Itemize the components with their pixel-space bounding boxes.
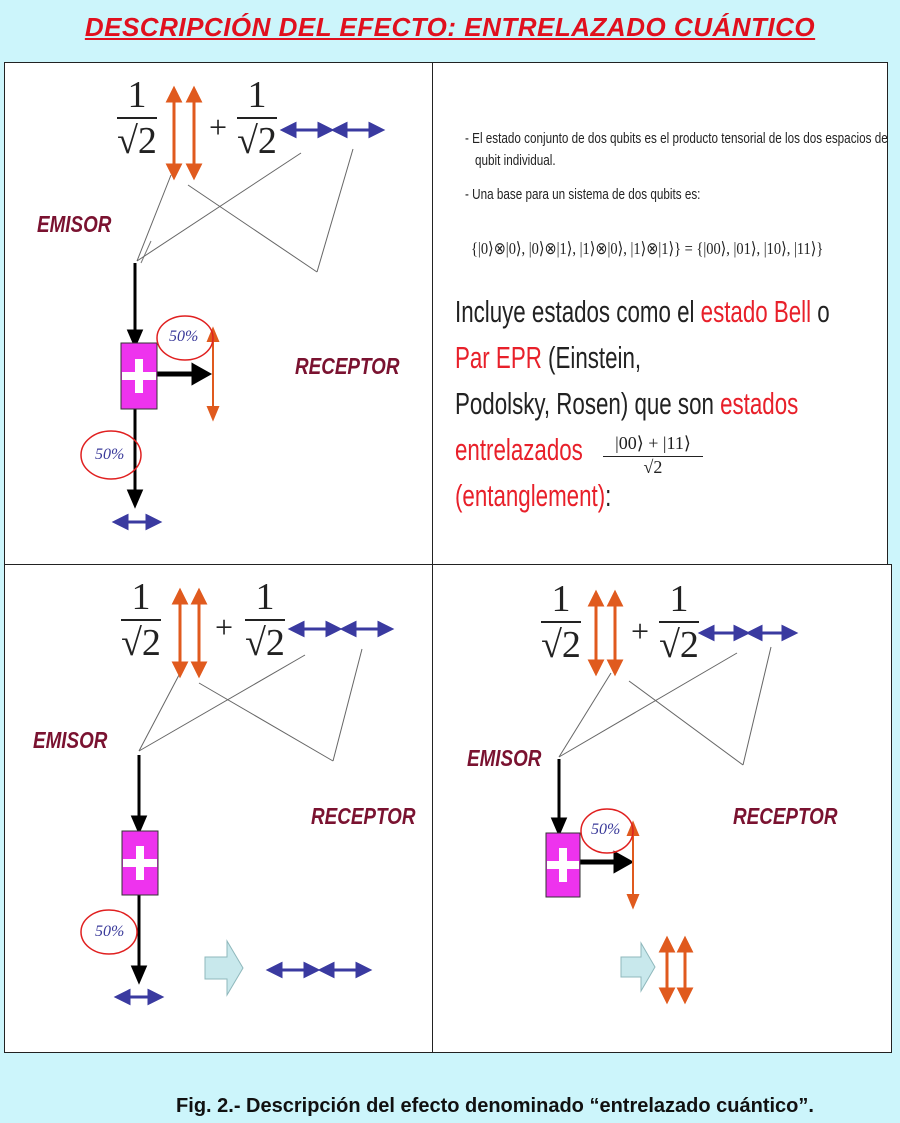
vertical-polarization-icon [587,589,624,677]
beam-arrow [130,755,148,985]
text-span: : [605,478,612,513]
entanglement-lines [138,648,363,762]
denominator: √2 [659,621,699,667]
panel-top-right: - El estado conjunto de dos qubits es el… [432,62,888,565]
numerator: 1 [255,576,275,618]
denominator: √2 [117,117,157,163]
plus-sign: + [215,609,234,645]
bell-state-term: estado Bell [700,294,812,329]
bell-numerator: |00⟩ + |11⟩ [603,433,703,457]
coefficient-fraction: 1 √2 [659,577,699,667]
emisor-label: EMISOR [33,727,108,753]
diagram-canvas [80,85,386,531]
epr-pair-term: Par EPR [455,340,542,375]
emisor-label: EMISOR [37,211,112,237]
receptor-label: RECEPTOR [295,353,400,379]
receptor-label: RECEPTOR [733,803,838,829]
numerator: 1 [131,576,151,618]
numerator: 1 [127,74,147,116]
basis-formula: {|0⟩⊗|0⟩, |0⟩⊗|1⟩, |1⟩⊗|0⟩, |1⟩⊗|1⟩} = {… [471,239,824,258]
plus-sign: + [631,613,650,649]
bullet-text: - Una base para un sistema de dos qubits… [465,186,701,203]
entanglement-term: (entanglement) [455,478,606,513]
vertical-polarization-icon [171,587,208,679]
entangled-states-term: estados entrelazados [455,386,799,467]
entanglement-description: Incluye estados como el estado Bell o Pa… [455,289,858,519]
text-span: o [811,294,830,329]
description-line: Incluye estados como el estado Bell o Pa… [455,289,858,381]
vertical-polarization-icon [165,85,203,181]
bullet-text: - El estado conjunto de dos qubits es el… [465,130,888,147]
denominator: √2 [541,621,581,667]
vertical-polarization-icon [658,935,694,1005]
coefficient-fraction: 1 √2 [121,575,161,665]
page-title: DESCRIPCIÓN DEL EFECTO: ENTRELAZADO CUÁN… [84,12,816,42]
percentage-label: 50% [169,328,199,345]
horizontal-polarization-icon [279,121,386,139]
panel-bottom-right: 1 √2 + 1 √2 EMISOR RECEPTOR 50% [432,564,892,1053]
panel-bottom-left: 1 √2 + 1 √2 EMISOR RECEPTOR 50% [4,564,433,1053]
percentage-label: 50% [95,923,125,940]
numerator: 1 [669,578,689,620]
coefficient-fraction: 1 √2 [541,577,581,667]
bell-state-formula: |00⟩ + |11⟩ √2 [603,433,703,478]
plus-sign: + [209,109,228,145]
horizontal-polarization-icon [113,961,373,1006]
entanglement-lines [136,148,354,273]
text-span: Podolsky, Rosen) que son [455,386,721,421]
bell-denominator: √2 [643,457,663,477]
numerator: 1 [551,578,571,620]
figure-caption: Fig. 2.- Descripción del efecto denomina… [176,1095,814,1117]
panel-top-left: 1 √2 + 1 √2 EMISOR RECEPTOR 50% 50% [4,62,433,565]
description-line: (entanglement): [455,473,858,519]
vertical-polarization-icon [626,820,640,910]
hollow-right-arrow-icon [204,939,244,997]
horizontal-polarization-icon [697,624,799,642]
receptor-label: RECEPTOR [311,803,416,829]
description-line: Podolsky, Rosen) que son estados entrela… [455,381,858,473]
entanglement-lines [558,646,772,766]
percentage-label: 50% [95,446,125,463]
coefficient-fraction: 1 √2 [245,575,285,665]
beam-arrow [126,263,213,509]
hollow-right-arrow-icon [620,941,656,993]
text-span: (Einstein, [541,340,642,375]
denominator: √2 [237,117,277,163]
denominator: √2 [121,619,161,665]
emisor-label: EMISOR [467,745,542,771]
denominator: √2 [245,619,285,665]
numerator: 1 [247,74,267,116]
horizontal-polarization-icon [287,620,395,638]
bullet-text: qubit individual. [475,152,556,169]
text-span: Incluye estados como el [455,294,701,329]
diagram-canvas [545,589,799,1005]
coefficient-fraction: 1 √2 [117,73,157,163]
horizontal-polarization-icon [111,513,163,531]
percentage-label: 50% [591,821,621,838]
beam-arrow [550,759,635,874]
diagram-canvas [80,587,395,1006]
coefficient-fraction: 1 √2 [237,73,277,163]
